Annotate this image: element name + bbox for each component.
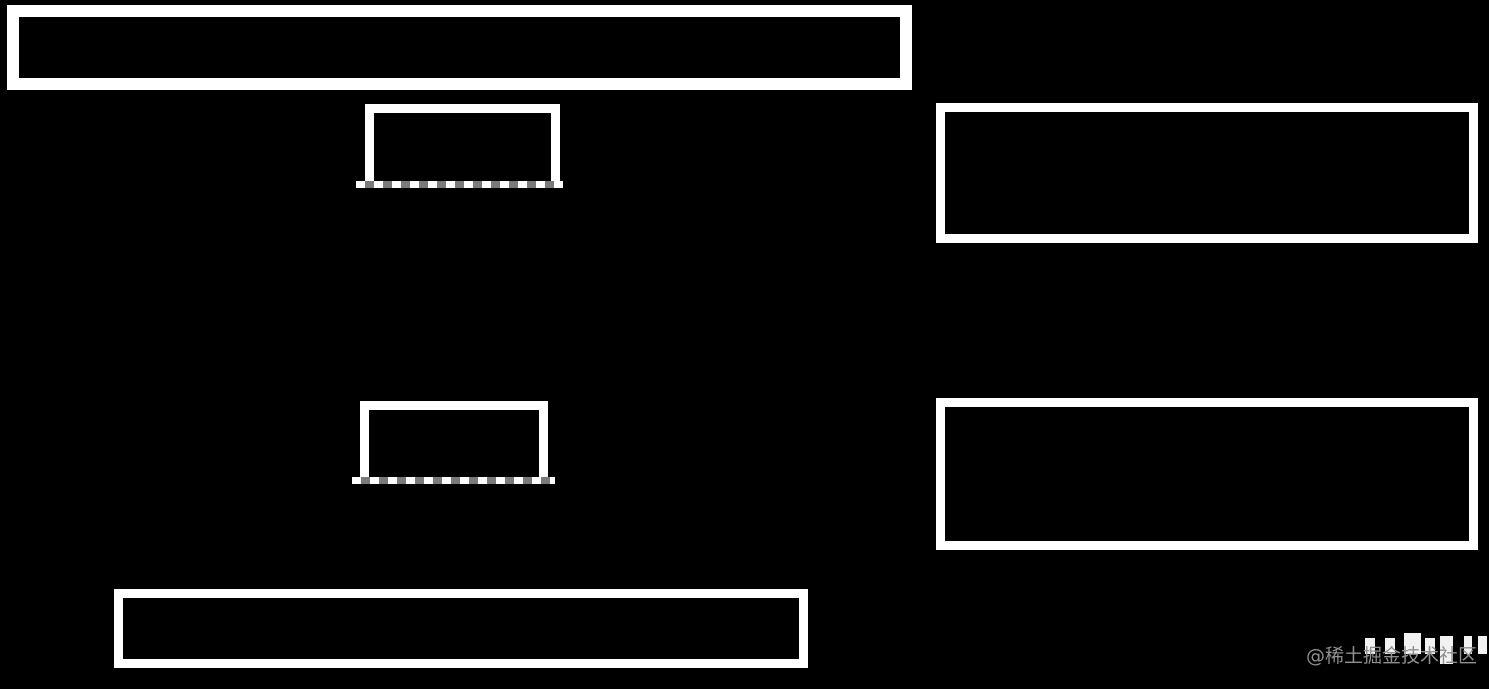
occluded-white-glyph-fragment	[1404, 633, 1421, 654]
upper-dashed-separator	[356, 181, 563, 188]
occluded-white-glyph-fragment	[1385, 638, 1395, 654]
bottom-banner-node	[114, 589, 808, 668]
occluded-white-glyph-fragment	[1365, 638, 1375, 654]
occluded-white-glyph-fragment	[1478, 636, 1487, 654]
top-banner-node	[7, 5, 912, 90]
lower-right-node	[936, 398, 1478, 550]
juejin-watermark: @稀土掘金技术社区	[1306, 645, 1478, 667]
upper-right-node	[936, 103, 1478, 243]
occluded-white-glyph-fragment	[1440, 636, 1453, 664]
upper-small-node	[365, 104, 560, 184]
occluded-white-glyph-fragment	[1464, 636, 1472, 654]
occluded-white-glyph-fragment	[1425, 638, 1435, 654]
lower-small-node	[360, 401, 548, 478]
lower-dashed-separator	[352, 477, 555, 484]
